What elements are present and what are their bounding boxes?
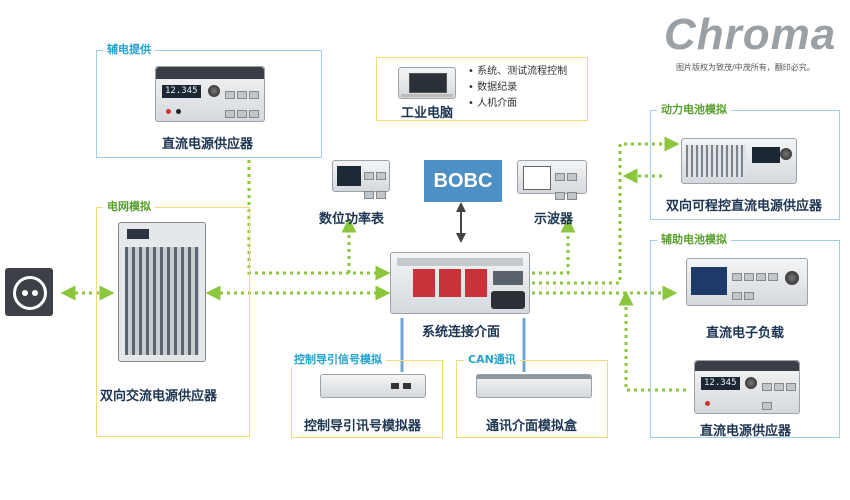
power-meter-label: 数位功率表 (319, 212, 385, 227)
logo-text: Chroma (664, 10, 837, 59)
bidirectional-dc-supply-device (681, 138, 797, 184)
aux-supply-tag: 辅电提供 (103, 43, 155, 57)
bobc-label: BOBC (433, 170, 493, 192)
elec-load-label: 直流电子负载 (706, 326, 785, 341)
grid-sim-box (96, 207, 250, 437)
aux-supply-box (96, 50, 322, 158)
can-interface-device (476, 374, 592, 398)
power-battery-box (650, 110, 840, 220)
chroma-logo: Chroma (664, 10, 837, 62)
pc-feature-list: 系统、测试流程控制 数据纪录 人机介面 (468, 64, 567, 112)
system-interface-label: 系统连接介面 (422, 325, 501, 340)
scope-label: 示波器 (534, 212, 574, 227)
oscilloscope-device (517, 160, 587, 200)
pilot-sim-device (320, 374, 426, 398)
industrial-pc-device (398, 67, 456, 99)
ac-source-cabinet (118, 222, 206, 362)
aux-supply-label: 直流电源供应器 (162, 137, 254, 152)
aux-battery-supply-display: 12.345 (701, 377, 740, 390)
pc-feature-item: 数据纪录 (468, 80, 567, 96)
grid-sim-tag: 电网模拟 (103, 200, 155, 214)
connector-aux-dc-supply (618, 290, 686, 392)
connector-power-battery (532, 136, 680, 285)
pc-box (376, 57, 588, 121)
pilot-sim-tag: 控制导引信号模拟 (290, 353, 386, 367)
aux-battery-box (650, 240, 840, 438)
power-battery-label: 双向可程控直流电源供应器 (666, 199, 823, 214)
pc-feature-item: 系统、测试流程控制 (468, 64, 567, 80)
aux-dc-supply-device: 12.345 (155, 66, 265, 122)
aux-supply-display: 12.345 (162, 85, 201, 98)
connector-scope (532, 217, 576, 275)
aux-supply-knob (208, 85, 220, 97)
system-interface-device (390, 252, 530, 314)
can-label: 通讯介面模拟盒 (486, 419, 578, 434)
outlet-icon (13, 276, 47, 310)
aux-battery-tag: 辅助电池模拟 (657, 233, 731, 247)
pc-feature-item: 人机介面 (468, 96, 567, 112)
grid-sim-label: 双向交流电源供应器 (100, 389, 218, 404)
can-tag: CAN通讯 (464, 353, 520, 367)
copyright-note: 图片版权为致茂/中茂所有，翻印必究。 (676, 63, 815, 72)
power-outlet (5, 268, 53, 316)
power-battery-tag: 动力电池模拟 (657, 103, 731, 117)
can-box (456, 360, 608, 438)
aux-battery-dc-supply-device: 12.345 (694, 360, 800, 414)
pilot-sim-label: 控制导引讯号模拟器 (304, 419, 422, 434)
power-meter-device (332, 160, 390, 199)
aux-battery-supply-label: 直流电源供应器 (700, 424, 792, 439)
electronic-load-device (686, 258, 808, 306)
pc-label: 工业电脑 (401, 106, 454, 121)
bobc-block: BOBC (424, 160, 502, 202)
